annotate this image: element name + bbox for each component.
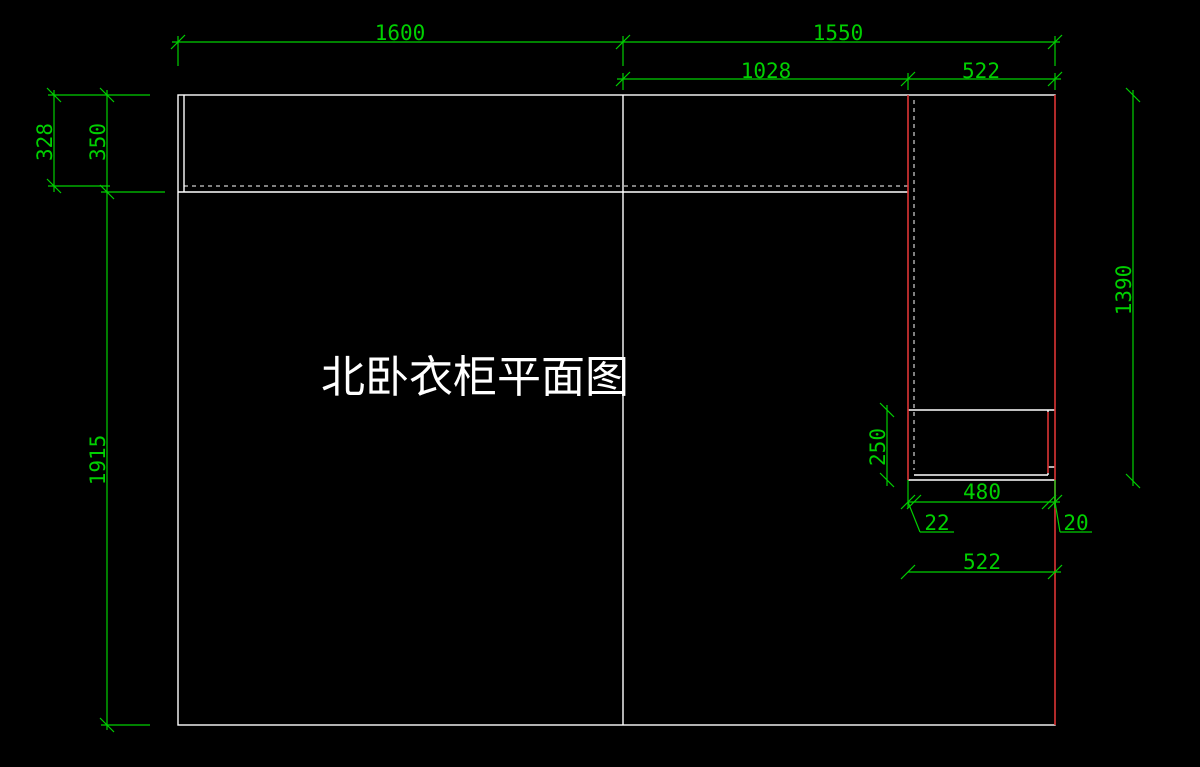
- tick-bottom-right: [1047, 564, 1063, 580]
- tick-right-top: [1125, 87, 1141, 103]
- tick-left-inner-top: [99, 87, 115, 103]
- tick-right-bottom: [1125, 473, 1141, 489]
- tick-left-outer-bottom: [46, 178, 62, 194]
- tick-left-inner-bottom: [99, 717, 115, 733]
- label-1600: 1600: [375, 21, 426, 45]
- tick-second-right: [1047, 71, 1063, 87]
- hidden-lines: [184, 100, 915, 470]
- label-22: 22: [924, 511, 949, 535]
- label-1390: 1390: [1112, 265, 1136, 316]
- dimension-lines: [46, 34, 1141, 733]
- tick-top-mid: [615, 34, 631, 50]
- tick-drawer-top: [879, 402, 895, 418]
- label-522-top: 522: [962, 59, 1000, 83]
- label-522-bottom: 522: [963, 550, 1001, 574]
- label-20: 20: [1063, 511, 1088, 535]
- tick-second-left: [615, 71, 631, 87]
- tick-drawer-bottom: [879, 472, 895, 488]
- label-328: 328: [33, 123, 57, 161]
- plan-title: 北卧衣柜平面图: [321, 352, 629, 403]
- tick-drawer-w-right: [1041, 494, 1057, 510]
- leader-22: [907, 501, 921, 533]
- label-1028: 1028: [741, 59, 792, 83]
- wardrobe-outline: [177, 94, 1056, 726]
- tick-left-inner-mid: [99, 184, 115, 200]
- red-edges: [907, 95, 1056, 725]
- tick-second-mid: [900, 71, 916, 87]
- tick-left-outer-top: [46, 87, 62, 103]
- dimension-labels: 1600 1550 1028 522 328 350 1915 1390 250…: [33, 21, 1136, 574]
- tick-bottom-left: [900, 564, 916, 580]
- tick-top-left: [170, 34, 186, 50]
- label-350: 350: [86, 123, 110, 161]
- leader-20: [1054, 501, 1061, 533]
- label-1915: 1915: [86, 435, 110, 486]
- label-1550: 1550: [813, 21, 864, 45]
- tick-top-right: [1047, 34, 1063, 50]
- label-480: 480: [963, 480, 1001, 504]
- label-250: 250: [866, 428, 890, 466]
